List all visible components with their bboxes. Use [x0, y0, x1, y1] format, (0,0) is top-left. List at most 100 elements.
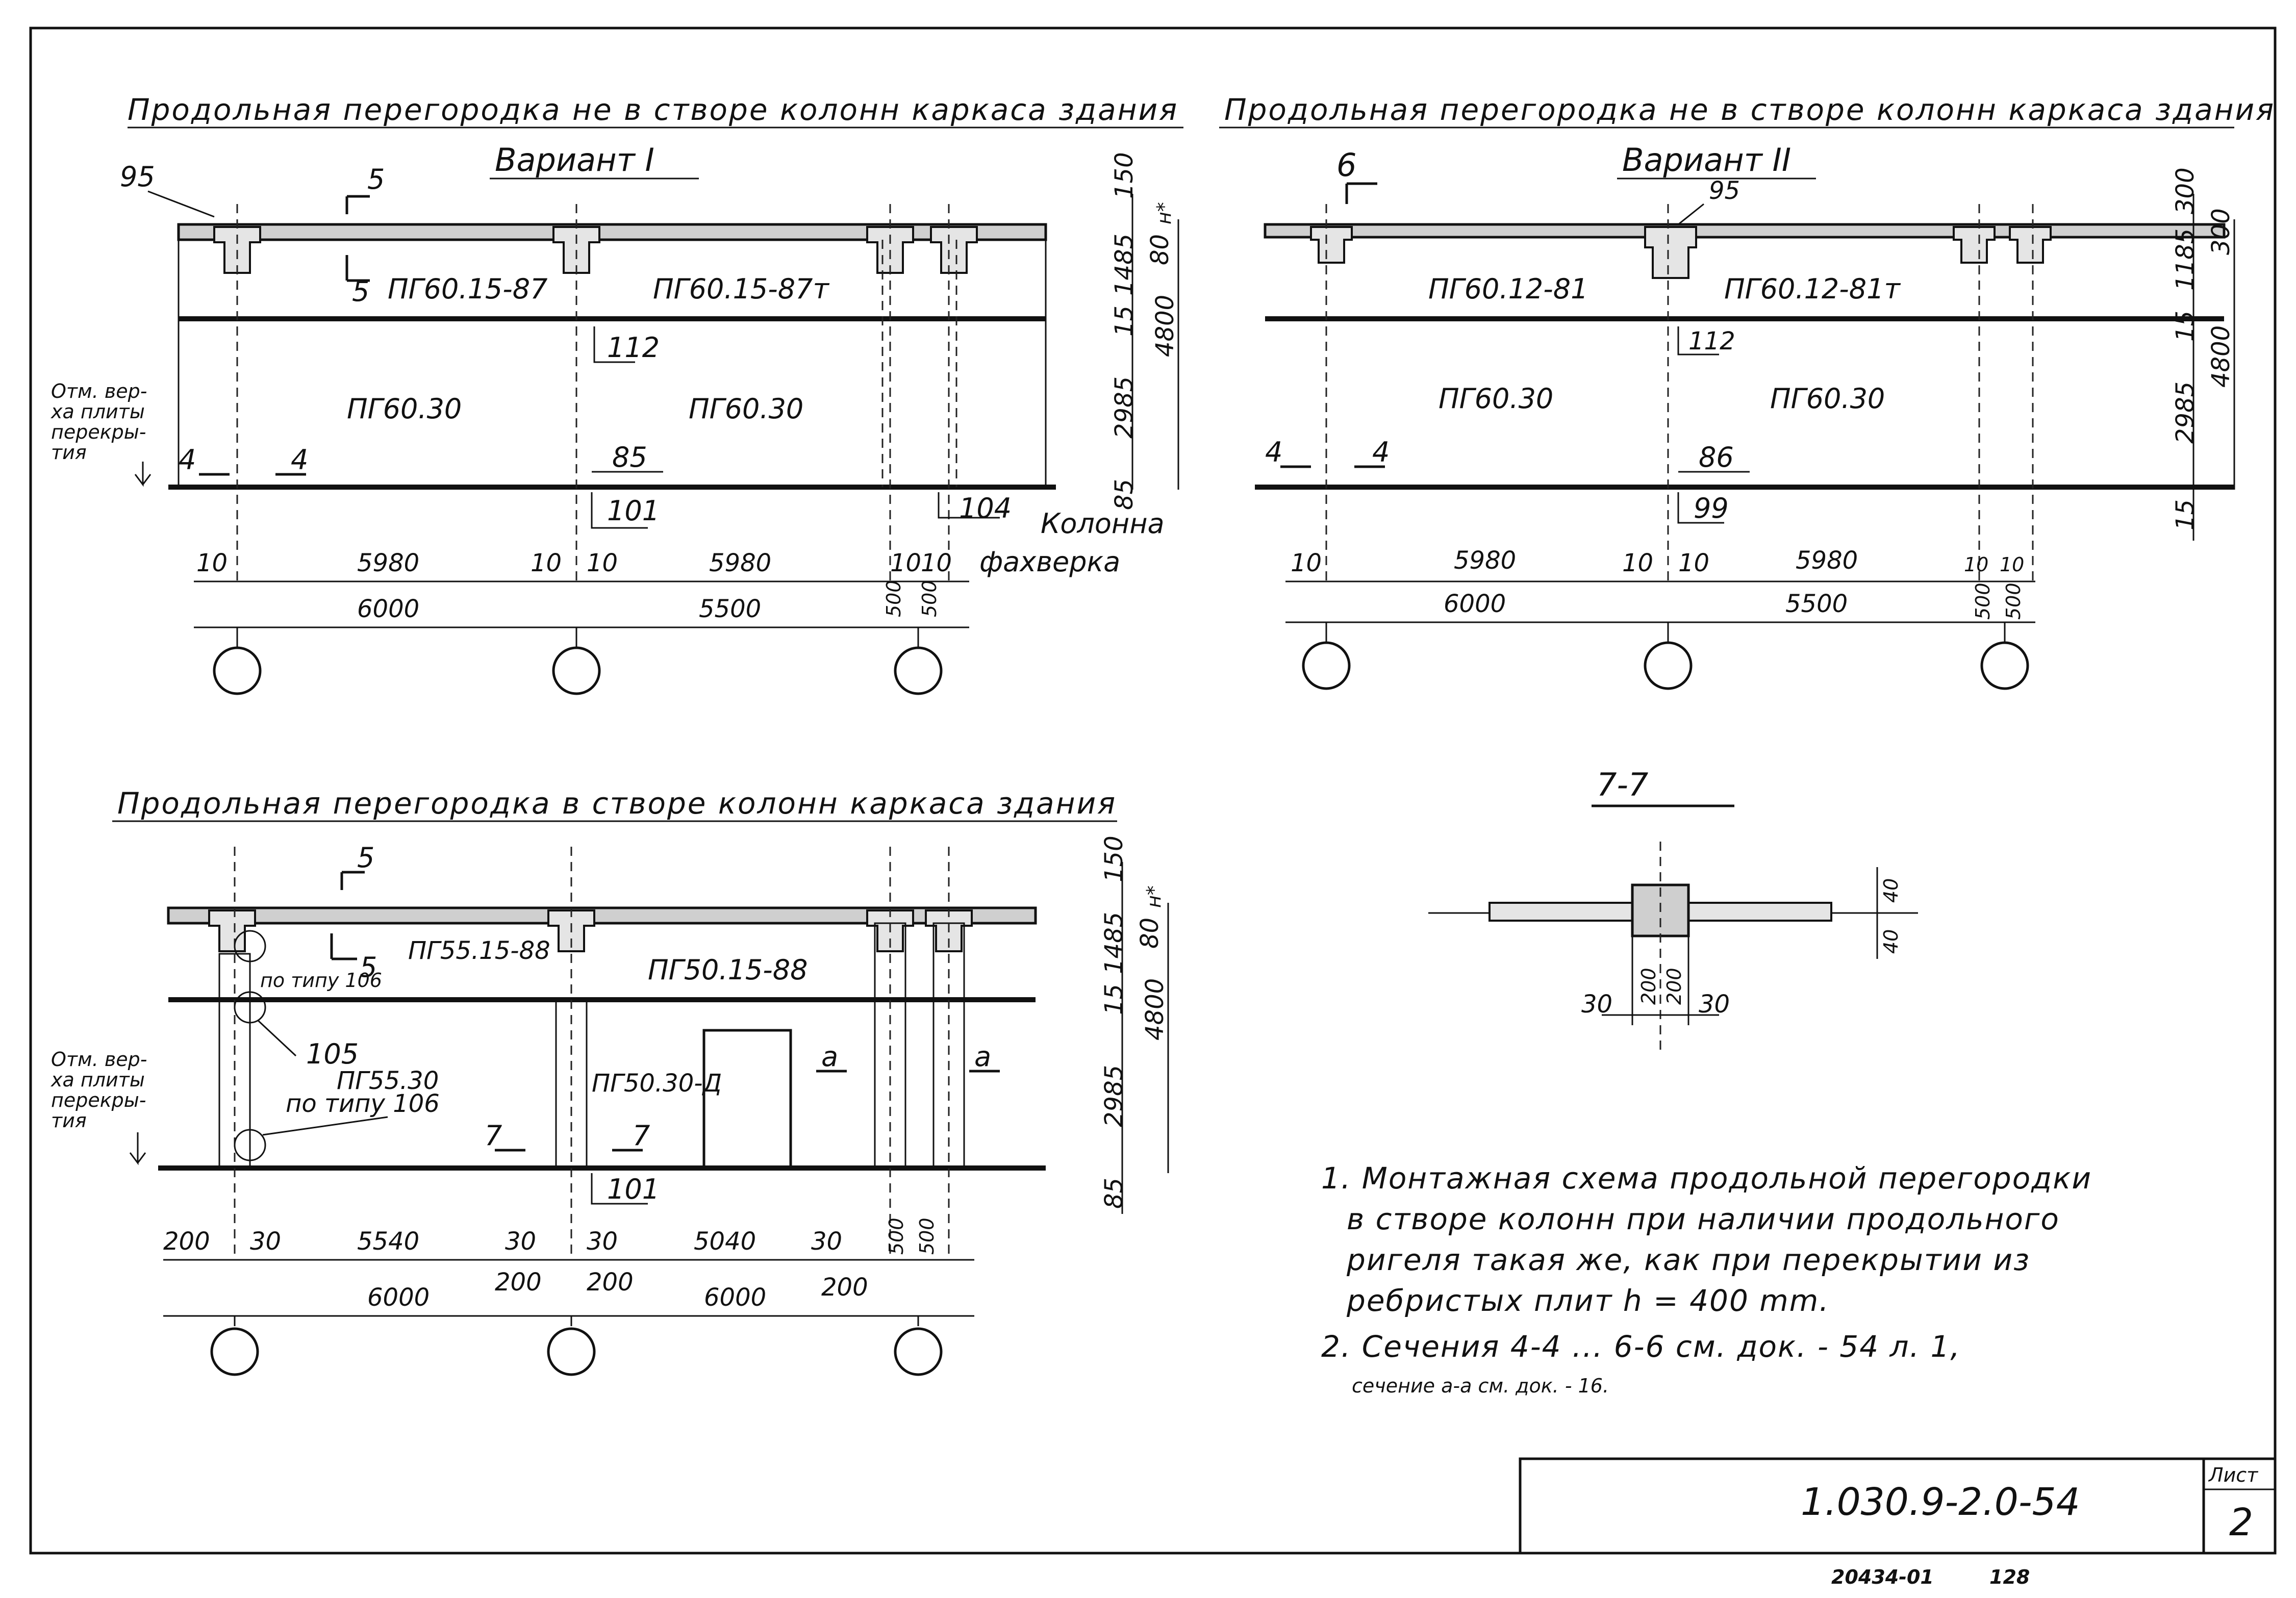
section-a-right: а [974, 1041, 991, 1073]
panel-top-left: ПГ60.15-87 [388, 273, 547, 305]
svg-text:30: 30 [505, 1227, 536, 1256]
panel-main-right-v3: ПГ50.30-Д [592, 1069, 722, 1098]
section-5-top: 5 [367, 163, 385, 195]
svg-text:10: 10 [531, 549, 562, 577]
panel-main-left-v3-type: по типу 106 [286, 1089, 440, 1118]
svg-text:30: 30 [1581, 990, 1612, 1019]
panel-main-left: ПГ60.30 [347, 393, 462, 425]
sheet-frame [29, 27, 2277, 1555]
panel-top-left-v3: ПГ55.15-88 [408, 936, 550, 965]
svg-text:1485: 1485 [1110, 234, 1139, 296]
svg-text:тия: тия [51, 441, 87, 464]
svg-text:10: 10 [1964, 553, 1988, 576]
sheet-number: 2 [2229, 1501, 2253, 1544]
svg-text:200: 200 [821, 1273, 868, 1302]
svg-text:500: 500 [2002, 582, 2025, 620]
svg-text:5: 5 [360, 951, 377, 983]
svg-text:н*: н* [1153, 202, 1175, 224]
svg-text:200: 200 [587, 1268, 634, 1297]
svg-text:15: 15 [2171, 311, 2200, 342]
level-mark-v1: Отм. вер- ха плиты перекры- тия [51, 380, 152, 487]
floor-slab [177, 223, 1047, 241]
panel-main-right: ПГ60.30 [689, 393, 803, 425]
svg-text:500: 500 [885, 1217, 907, 1255]
axis-bubble [894, 1327, 943, 1376]
note-112: 112 [607, 332, 660, 364]
panel-main-left-v3: ПГ55.30 [337, 1067, 439, 1095]
title-bottom-left: Продольная перегородка в створе колонн к… [117, 786, 1117, 821]
variant-1-label: Вариант I [495, 141, 654, 179]
callout-95: 95 [120, 161, 155, 193]
svg-text:200: 200 [495, 1268, 542, 1297]
title-block: 1.030.9-2.0-54 Лист 2 20434-01 128 [1519, 1457, 2277, 1588]
svg-text:4: 4 [1372, 436, 1390, 468]
note-85: 85 [612, 441, 647, 473]
note-line: в створе колонн при наличии продольного [1347, 1202, 2060, 1236]
axis-bubble [1302, 641, 1351, 690]
note-99: 99 [1694, 492, 1729, 524]
axis-bubble [213, 646, 262, 695]
axis-bubble [1980, 641, 2029, 690]
svg-text:5980: 5980 [1796, 546, 1858, 575]
svg-text:5500: 5500 [699, 595, 761, 623]
section-7-7: 7-7 30 200 200 30 40 40 [1428, 766, 1918, 1051]
svg-text:300: 300 [2171, 167, 2200, 214]
svg-text:300: 300 [2207, 208, 2235, 255]
svg-text:4800: 4800 [1151, 295, 1179, 357]
svg-text:6000: 6000 [367, 1283, 430, 1312]
stamp-num: 128 [1989, 1566, 2030, 1588]
variant-2-drawing: Продольная перегородка не в створе колон… [1219, 92, 2274, 690]
svg-text:2985: 2985 [2171, 382, 2200, 444]
svg-text:150: 150 [1110, 152, 1139, 199]
svg-text:6000: 6000 [357, 595, 419, 623]
variant-1-drawing: Продольная перегородка не в створе колон… [51, 92, 1183, 695]
section-6: 6 [1336, 146, 1356, 184]
svg-text:85: 85 [1110, 479, 1139, 510]
panel-main-right-v2: ПГ60.30 [1770, 383, 1885, 415]
svg-text:30: 30 [587, 1227, 618, 1256]
axis-bubble [894, 646, 943, 695]
note-101: 101 [607, 495, 660, 527]
svg-text:80: 80 [1136, 918, 1164, 949]
svg-text:5980: 5980 [709, 549, 771, 577]
note-type-106: по типу 106 [260, 969, 382, 992]
svg-text:200: 200 [1663, 968, 1685, 1005]
svg-text:5540: 5540 [357, 1227, 419, 1256]
axis-bubble [1644, 641, 1693, 690]
svg-text:4: 4 [1265, 436, 1282, 468]
note-101-v3: 101 [607, 1173, 660, 1205]
note-line: сечение а-а см. док. - 16. [1352, 1375, 1609, 1397]
svg-text:5500: 5500 [1785, 590, 1848, 618]
svg-text:30: 30 [811, 1227, 842, 1256]
svg-text:40: 40 [1880, 929, 1902, 954]
note-line: ребристых плит h = 400 mm. [1346, 1283, 1830, 1318]
svg-text:10: 10 [587, 549, 618, 577]
door-opening [702, 1029, 792, 1170]
svg-text:80: 80 [1146, 234, 1174, 265]
note-line: 2. Сечения 4-4 ... 6-6 см. док. - 54 л. … [1321, 1329, 1961, 1364]
svg-text:15: 15 [1110, 306, 1139, 337]
level-mark-v3: Отм. вер- ха плиты перекры- тия [51, 1048, 147, 1165]
svg-text:10: 10 [2000, 553, 2024, 576]
svg-text:10: 10 [1291, 549, 1322, 577]
svg-text:85: 85 [1100, 1178, 1128, 1209]
svg-text:500: 500 [1972, 582, 1994, 620]
svg-text:10: 10 [1622, 549, 1653, 577]
svg-text:2985: 2985 [1110, 376, 1139, 439]
svg-text:Отм. вер-: Отм. вер- [51, 1048, 147, 1071]
svg-text:5040: 5040 [694, 1227, 756, 1256]
svg-text:Отм. вер-: Отм. вер- [51, 380, 147, 402]
svg-text:7: 7 [633, 1120, 650, 1152]
section-a-left: а [821, 1041, 838, 1073]
panel-top-left-v2: ПГ60.12-81 [1428, 273, 1588, 305]
svg-text:40: 40 [1880, 878, 1902, 903]
variant-2-label: Вариант II [1622, 141, 1791, 179]
svg-text:200: 200 [1637, 968, 1660, 1005]
axis-bubble [552, 646, 601, 695]
svg-text:перекры-: перекры- [51, 1089, 146, 1111]
svg-text:5: 5 [357, 842, 374, 874]
svg-text:6000: 6000 [704, 1283, 766, 1312]
svg-text:30: 30 [1699, 990, 1730, 1019]
